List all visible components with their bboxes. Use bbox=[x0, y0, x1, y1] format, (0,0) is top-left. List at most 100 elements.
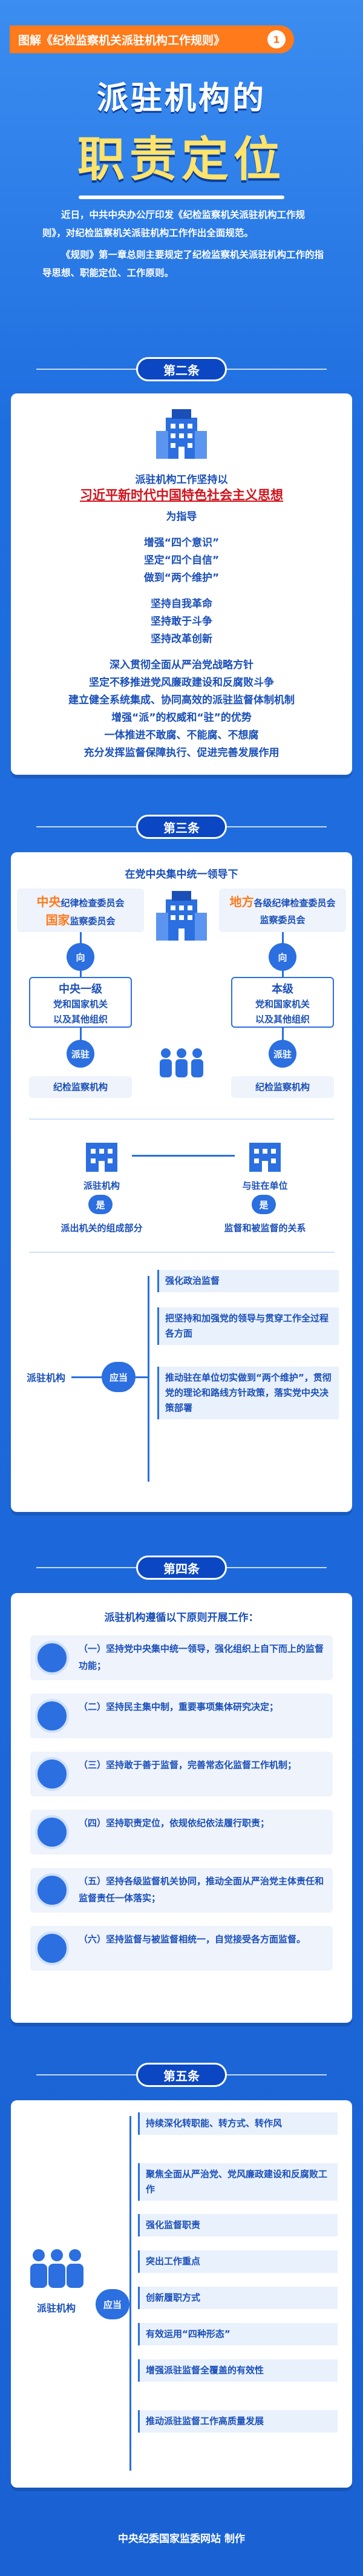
principle-icon bbox=[35, 1699, 69, 1733]
label-head: 本级 bbox=[272, 983, 293, 996]
list-item: 坚持敢于斗争 bbox=[151, 616, 212, 628]
section-header-5: 第五条 bbox=[0, 2058, 363, 2092]
label-text: 以及其他组织 bbox=[53, 1014, 108, 1025]
principle-row: （五）坚持各级监督机关协同，推动全面从严治党主体责任和监督责任一体落实； bbox=[30, 1868, 333, 1913]
principle-icon bbox=[35, 1931, 69, 1965]
label-local: 地方 bbox=[229, 895, 254, 909]
lead-text: 派驻机构工作坚持以 bbox=[135, 474, 228, 486]
principle-row: （四）坚持职责定位，依规依纪依法履行职责； bbox=[30, 1810, 333, 1855]
intro-text: 近日，中共中央办公厅印发《纪检监察机关派驻机构工作规则》，对纪检监察机关派驻机构… bbox=[42, 206, 327, 286]
duty-item: 把坚持和加强党的领导与贯穿工作全过程各方面 bbox=[157, 1307, 339, 1345]
building-icon bbox=[249, 1143, 281, 1172]
label-head: 中央一级 bbox=[59, 983, 102, 996]
relation-right-result: 监督和被监督的关系 bbox=[224, 1223, 306, 1234]
duty-item: 持续深化转职能、转方式、转作风 bbox=[138, 2112, 338, 2135]
list-item: 坚定不移推进党风廉政建设和反腐败斗争 bbox=[89, 677, 274, 689]
duty-item: 创新履职方式 bbox=[138, 2287, 338, 2309]
header-title: 图解《纪检监察机关派驻机构工作规则》 bbox=[18, 33, 226, 47]
building-icon bbox=[86, 1143, 117, 1172]
central-commission-box: 中央纪律检查委员会 国家监察委员会 bbox=[17, 889, 144, 932]
dispatch-circle: 向 bbox=[67, 943, 94, 971]
lead-text: 派驻机构遵循以下原则开展工作： bbox=[104, 1612, 259, 1624]
relation-left-label: 派驻机构 bbox=[83, 1180, 120, 1191]
right-discipline-box: 纪检监察机构 bbox=[231, 1076, 334, 1098]
list-item: 一体推进不敢腐、不能腐、不想腐 bbox=[104, 729, 259, 741]
is-badge: 是 bbox=[88, 1195, 113, 1214]
local-org-box: 本级 党和国家机关 以及其他组织 bbox=[231, 977, 334, 1028]
hero-divider bbox=[79, 196, 284, 199]
principle-row: （六）坚持监督与被监督相统一，自觉接受各方面监督。 bbox=[30, 1926, 333, 1971]
list-item: 增强“派”的权威和“驻”的优势 bbox=[111, 712, 252, 724]
duty-item: 突出工作重点 bbox=[138, 2250, 338, 2273]
list-item: 增强“四个意识” bbox=[143, 537, 220, 549]
principle-text: （四）坚持职责定位，依规依纪依法履行职责； bbox=[79, 1818, 270, 1828]
principle-icon bbox=[35, 1757, 69, 1791]
section-header-3: 第三条 bbox=[0, 810, 363, 844]
label-text: 党和国家机关 bbox=[255, 999, 310, 1010]
send-circle: 派驻 bbox=[269, 1040, 296, 1068]
label-text: 以及其他组织 bbox=[255, 1014, 310, 1025]
label-text: 各级纪律检查委员会 bbox=[253, 898, 336, 908]
list-item: 深入贯彻全面从严治党战略方针 bbox=[110, 659, 253, 671]
page-number-badge: 1 bbox=[267, 30, 286, 48]
send-circle: 派驻 bbox=[67, 1040, 94, 1068]
duty-item: 推动派驻监督工作高质量发展 bbox=[138, 2410, 338, 2433]
red-heading-wrap: 习近平新时代中国特色社会主义思想 bbox=[11, 485, 352, 504]
should-badge: 应当 bbox=[102, 1362, 136, 1392]
principle-text: （五）坚持各级监督机关协同，推动全面从严治党主体责任和监督责任一体落实； bbox=[79, 1876, 324, 1904]
relation-right-label: 与驻在单位 bbox=[242, 1180, 288, 1191]
principle-row: （三）坚持敢于善于监督，完善常态化监督工作机制； bbox=[30, 1752, 333, 1796]
card-article-3: 在党中央集中统一领导下 中央纪律检查委员会 国家监察委员会 地方各级纪律检查委员… bbox=[11, 852, 352, 1512]
principle-icon bbox=[35, 1641, 69, 1675]
card-article-5: 派驻机构 应当 持续深化转职能、转方式、转作风 聚焦全面从严治党、党风廉政建设和… bbox=[11, 2100, 352, 2488]
article-2-lines: 为指导 增强“四个意识” 坚定“四个自信” 做到“两个维护” 坚持自我革命 坚持… bbox=[11, 508, 352, 762]
section-title: 第三条 bbox=[136, 815, 227, 839]
footer-credit: 中央纪委国家监委网站 制作 bbox=[118, 2533, 245, 2545]
list-item: 坚持自我革命 bbox=[151, 598, 212, 610]
label-text: 监察委员会 bbox=[260, 915, 306, 925]
duty-item: 增强派驻监督全覆盖的有效性 bbox=[138, 2359, 338, 2382]
dispatch-circle: 向 bbox=[269, 943, 296, 971]
label-central: 中央 bbox=[36, 895, 61, 909]
duty-item: 推动驻在单位切实做到“两个维护”，贯彻党的理论和路线方针政策，落实党中央决策部署 bbox=[157, 1367, 339, 1419]
list-item: 做到“两个维护” bbox=[143, 572, 220, 584]
building-icon bbox=[156, 409, 207, 459]
left-discipline-box: 纪检监察机构 bbox=[29, 1076, 132, 1098]
label-text: 纪律检查委员会 bbox=[60, 898, 125, 908]
hero-title: 派驻机构的 职责定位 bbox=[0, 73, 363, 199]
header-bar: 图解《纪检监察机关派驻机构工作规则》 1 bbox=[10, 25, 294, 53]
role-label: 派驻机构 bbox=[36, 2302, 76, 2314]
is-badge: 是 bbox=[252, 1195, 276, 1214]
duty-item: 聚焦全面从严治党、党风廉政建设和反腐败工作 bbox=[138, 2163, 338, 2201]
principle-text: （三）坚持敢于善于监督，完善常态化监督工作机制； bbox=[79, 1760, 297, 1770]
duty-item: 强化政治监督 bbox=[157, 1270, 339, 1292]
hero-line2: 职责定位 bbox=[77, 133, 286, 187]
red-heading: 习近平新时代中国特色社会主义思想 bbox=[80, 488, 283, 502]
role-label: 派驻机构 bbox=[26, 1372, 65, 1384]
guide-text: 为指导 bbox=[166, 511, 197, 523]
list-item: 坚定“四个自信” bbox=[143, 554, 220, 567]
card-article-2: 派驻机构工作坚持以 习近平新时代中国特色社会主义思想 为指导 增强“四个意识” … bbox=[11, 393, 352, 775]
principle-row: （一）坚持党中央集中统一领导，强化组织上自下而上的监督功能； bbox=[30, 1635, 333, 1680]
principle-text: （二）坚持民主集中制，重要事项集体研究决定； bbox=[79, 1701, 279, 1712]
hero-line1: 派驻机构的 bbox=[96, 80, 266, 117]
principle-icon bbox=[35, 1873, 69, 1907]
list-item: 充分发挥监督保障执行、促进完善发展作用 bbox=[83, 747, 280, 759]
principle-row: （二）坚持民主集中制，重要事项集体研究决定； bbox=[30, 1694, 333, 1738]
label-national: 国家 bbox=[45, 913, 70, 927]
lead-text: 在党中央集中统一领导下 bbox=[125, 869, 238, 881]
central-org-box: 中央一级 党和国家机关 以及其他组织 bbox=[29, 977, 132, 1028]
should-badge: 应当 bbox=[96, 2289, 129, 2319]
list-item: 坚持改革创新 bbox=[151, 633, 212, 645]
duty-item: 强化监督职责 bbox=[138, 2214, 338, 2236]
label-text: 监察委员会 bbox=[70, 916, 116, 927]
section-header-4: 第四条 bbox=[0, 1551, 363, 1585]
intro-paragraph: 近日，中共中央办公厅印发《纪检监察机关派驻机构工作规则》，对纪检监察机关派驻机构… bbox=[42, 209, 306, 238]
intro-paragraph: 《规则》第一章总则主要规定了纪检监察机关派驻机构工作的指导思想、职能定位、工作原… bbox=[42, 249, 324, 278]
relation-left-result: 派出机关的组成部分 bbox=[60, 1223, 143, 1234]
section-header-2: 第二条 bbox=[0, 352, 363, 386]
duty-item: 有效运用“四种形态” bbox=[138, 2323, 338, 2345]
section-title: 第二条 bbox=[136, 357, 227, 381]
principle-icon bbox=[35, 1815, 69, 1849]
